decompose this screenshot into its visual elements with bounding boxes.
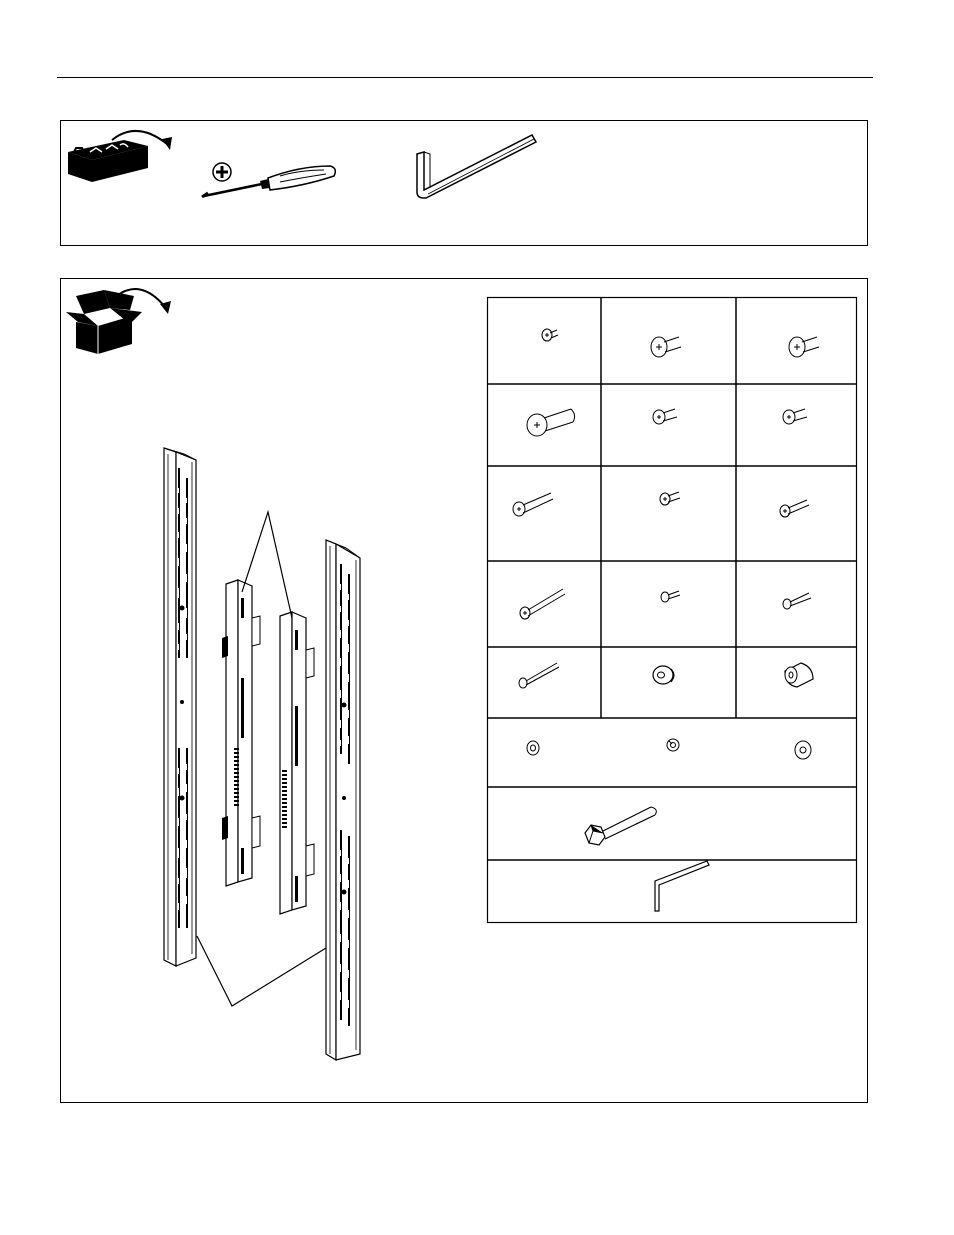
- washer-icon: [527, 741, 539, 755]
- flat-washer-icon: [795, 741, 811, 759]
- lock-washer-icon: [667, 739, 679, 751]
- hardware-table: [487, 297, 857, 923]
- spacer-ring-icon: [653, 666, 674, 684]
